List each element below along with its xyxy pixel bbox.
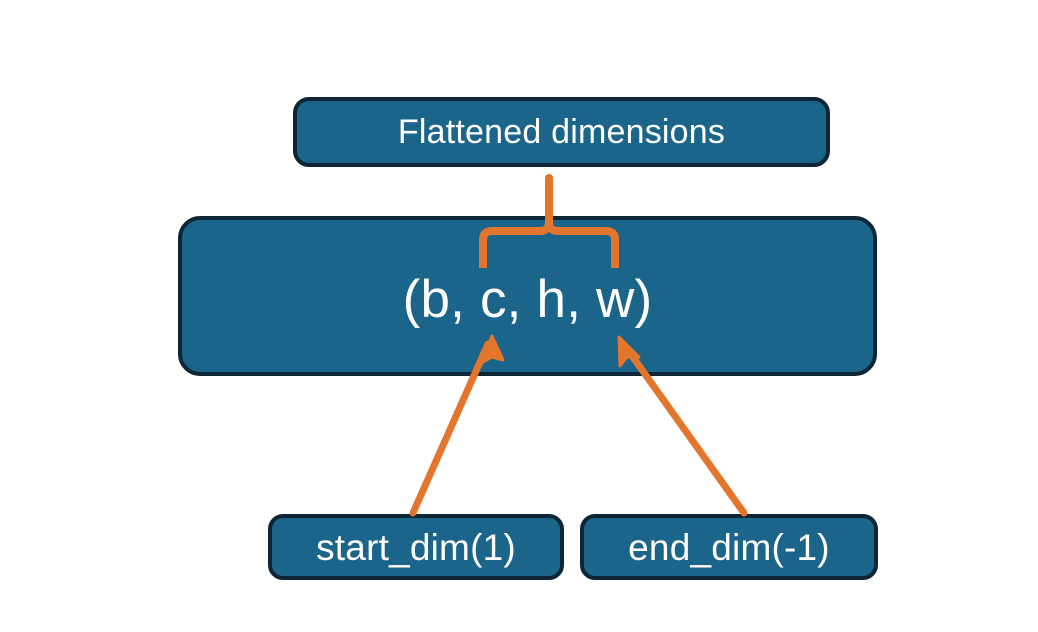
node-start-dim: start_dim(1) (268, 514, 564, 580)
node-flattened-dimensions-label: Flattened dimensions (397, 113, 726, 151)
node-tensor-shape-label: (b, c, h, w) (402, 269, 653, 329)
node-end-dim: end_dim(-1) (580, 514, 878, 580)
node-tensor-shape: (b, c, h, w) (178, 216, 877, 376)
node-end-dim-label: end_dim(-1) (628, 526, 830, 568)
node-flattened-dimensions: Flattened dimensions (293, 97, 830, 167)
node-start-dim-label: start_dim(1) (316, 526, 516, 568)
